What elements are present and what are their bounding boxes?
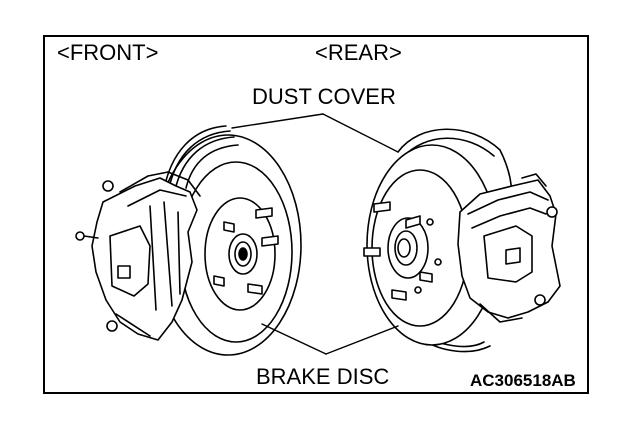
front-brake-disc	[154, 125, 302, 356]
leader-lines	[231, 113, 399, 355]
leader-brake-disc-front	[261, 323, 327, 355]
rear-label: <REAR>	[315, 40, 402, 65]
leader-dust-cover-rear	[322, 113, 399, 153]
front-label: <FRONT>	[57, 40, 159, 65]
leader-brake-disc-rear	[325, 325, 399, 355]
front-wheel-studs	[213, 207, 279, 295]
dust-cover-label: DUST COVER	[252, 84, 396, 109]
leader-dust-cover-front	[231, 113, 324, 129]
figure-code-label: AC306518AB	[470, 371, 576, 390]
rear-brake-caliper	[457, 173, 561, 323]
rear-wheel-studs	[363, 201, 433, 301]
front-brake-caliper	[75, 171, 201, 341]
brake-disc-label: BRAKE DISC	[256, 364, 390, 389]
